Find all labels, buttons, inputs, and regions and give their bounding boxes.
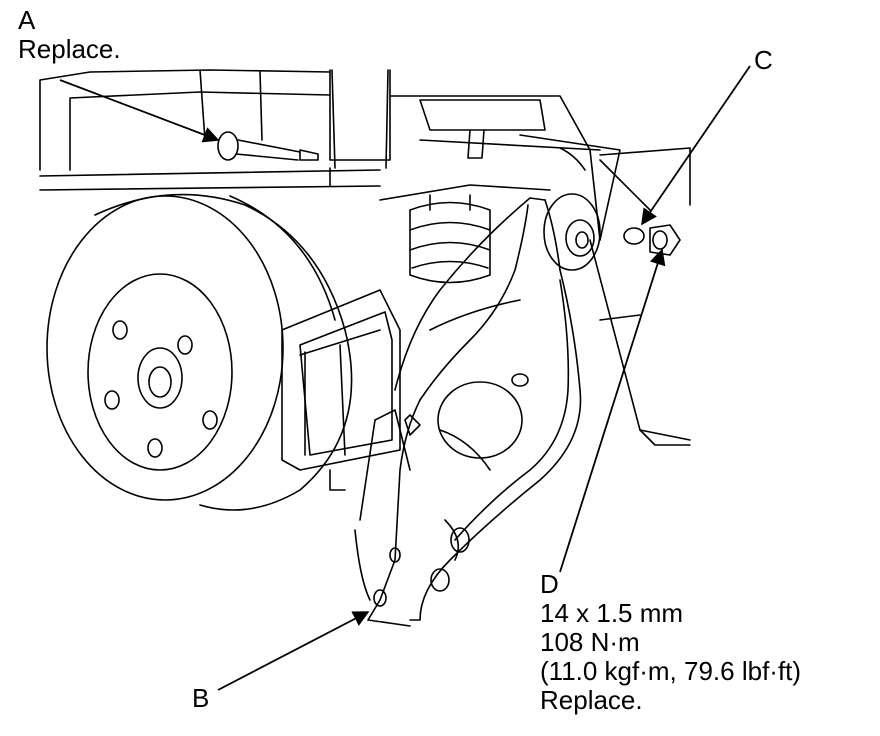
- callout-d-size: 14 x 1.5 mm: [540, 598, 684, 628]
- leader-line-d: [559, 248, 666, 573]
- callout-d: D 14 x 1.5 mm 108 N·m (11.0 kgf·m, 79.6 …: [540, 570, 801, 715]
- callout-b: B: [192, 684, 209, 713]
- callout-d-letter: D: [540, 569, 559, 599]
- spring-bumpstop: [409, 194, 491, 284]
- lower-control-arm: [367, 197, 582, 627]
- callout-d-torque-alt: (11.0 kgf·m, 79.6 lbf·ft): [540, 656, 802, 686]
- nut-d: [649, 224, 681, 256]
- leader-line-a: [59, 79, 220, 143]
- callout-a-letter: A: [18, 5, 36, 35]
- arm-bushing: [543, 193, 601, 271]
- callout-b-letter: B: [192, 683, 210, 713]
- washer-c: [623, 227, 645, 245]
- callout-d-note: Replace.: [540, 685, 643, 715]
- wheel-studs: [104, 320, 218, 458]
- callout-c-letter: C: [754, 45, 773, 75]
- leader-line-c: [641, 65, 751, 226]
- knuckle: [354, 409, 411, 601]
- vehicle-body-background: [39, 69, 691, 446]
- brake-rotor: [46, 193, 353, 511]
- callout-a: A Replace.: [18, 6, 121, 64]
- shock-absorber: [331, 69, 389, 169]
- leader-line-b: [217, 611, 370, 691]
- callout-c: C: [754, 46, 773, 75]
- callout-a-note: Replace.: [18, 34, 121, 64]
- bolt-a: [217, 131, 319, 161]
- brake-caliper: [281, 289, 401, 491]
- callout-d-torque: 108 N·m: [540, 627, 640, 657]
